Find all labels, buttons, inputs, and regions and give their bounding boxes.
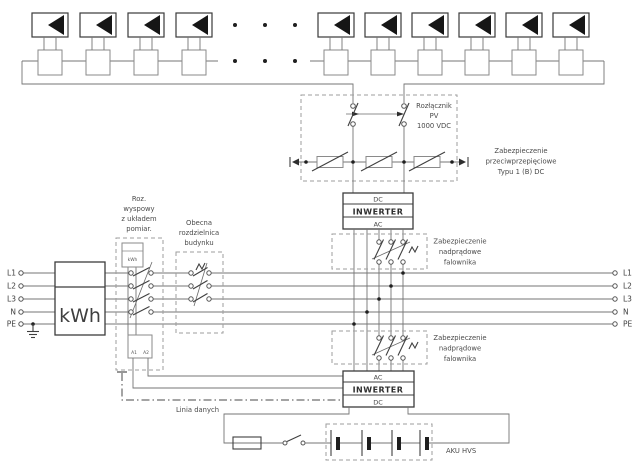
- pv-optimizer: [464, 49, 490, 76]
- island-switch-section: Roz. wyspowy z układem pomiar. kWh: [115, 195, 343, 389]
- spd-label: Zabezpieczenie: [494, 147, 547, 155]
- inverter-bottom-ac-port: AC: [374, 374, 383, 382]
- inverter-breaker-top-label: nadprądowe: [439, 248, 481, 256]
- inverter-breaker-top-icon: [331, 233, 428, 270]
- sub-meter-label: kWh: [128, 257, 138, 263]
- surge-protection-devices: [289, 151, 469, 172]
- spd-label: przeciwprzepięciowe: [486, 158, 557, 166]
- battery-switch-icon: [282, 434, 306, 446]
- spd-label: Typu 1 (B) DC: [497, 168, 545, 176]
- pv-module-icon: [505, 12, 543, 51]
- inverter-ac-drops: Zabezpieczenie nadprądowe falownika Zabe…: [331, 229, 487, 371]
- pv-module-icon: [175, 12, 213, 51]
- pv-optimizer: [85, 49, 111, 76]
- pv-optimizer: [323, 49, 349, 76]
- island-switch-label: z układem: [121, 215, 157, 223]
- coil-terminal-a1: A1: [131, 350, 137, 356]
- pv-optimizer: [417, 49, 443, 76]
- building-breaker-icon: [188, 262, 212, 307]
- island-switch-label: pomiar.: [126, 225, 151, 233]
- contactor-icon: [128, 261, 154, 319]
- bus-label-right: L1: [623, 269, 632, 278]
- inverter-top-name: INWERTER: [353, 208, 404, 217]
- inverter-top-dc-port: DC: [373, 196, 383, 204]
- bus-label-right: L2: [623, 282, 632, 291]
- fuse-icon: [232, 436, 262, 450]
- pv-optimizer: [558, 49, 584, 76]
- pv-optimizer: [370, 49, 396, 76]
- disconnector-label: PV: [430, 112, 439, 120]
- battery-pack: [325, 423, 433, 461]
- pv-module-icon: [79, 12, 117, 51]
- bus-label-left: L1: [7, 269, 16, 278]
- dc-protection-section: Rozłącznik PV 1000 VDC Zabezpieczenie pr…: [289, 94, 557, 193]
- bus-label-right: N: [623, 308, 629, 317]
- island-switch-dashed-box: [115, 237, 164, 371]
- bus-label-right: PE: [623, 320, 633, 329]
- inverter-bottom-dc-port: DC: [373, 399, 383, 407]
- inverter-bottom-name: INWERTER: [353, 386, 404, 395]
- spd-left-arrow-icon: [292, 158, 299, 166]
- inverter-breaker-bottom-icon: [331, 330, 428, 365]
- island-switch-label: Roz.: [132, 195, 146, 203]
- battery-cell-icon: [391, 430, 401, 456]
- pv-optimizer: [181, 49, 207, 76]
- island-switch-label: wyspowy: [123, 205, 154, 213]
- ac-bus: L1 L2 L3 N PE L1 L2 L3 N PE: [7, 269, 633, 339]
- bus-label-left: L3: [7, 295, 16, 304]
- dc-protection-dashed-box: [300, 94, 458, 182]
- coil-terminal-a2: A2: [143, 350, 149, 356]
- inverter-breaker-top-label: falownika: [444, 259, 476, 267]
- inverter-breaker-top-label: Zabezpieczenie: [433, 238, 486, 246]
- bus-label-right: L3: [623, 295, 632, 304]
- pv-optimizer: [511, 49, 537, 76]
- pv-optimizer: [133, 49, 159, 76]
- battery-cell-icon: [419, 430, 429, 456]
- building-board-label: budynku: [184, 239, 213, 247]
- bus-label-left: N: [10, 308, 16, 317]
- disconnector-label: Rozłącznik: [416, 102, 452, 110]
- data-line: Linia danych: [117, 371, 343, 414]
- battery-label: AKU HVS: [446, 447, 476, 455]
- inverter-top: DC INWERTER AC: [342, 192, 414, 230]
- sub-meter: kWh: [121, 242, 144, 335]
- pv-module-icon: [552, 12, 590, 51]
- pv-module-icon: [127, 12, 165, 51]
- bus-label-left: PE: [7, 320, 17, 329]
- pv-module-icon: [364, 12, 402, 51]
- inverter-breaker-bottom-label: Zabezpieczenie: [433, 334, 486, 342]
- spd-right-arrow-icon: [459, 158, 466, 166]
- inverter-top-ac-port: AC: [374, 221, 383, 229]
- inverter-bottom: AC INWERTER DC: [342, 370, 415, 408]
- disconnector-label: 1000 VDC: [417, 122, 451, 130]
- bus-label-left: L2: [7, 282, 16, 291]
- battery-cell-icon: [330, 430, 340, 456]
- inverter-breaker-bottom-label: nadprądowe: [439, 345, 481, 353]
- battery-circuit: AKU HVS: [223, 407, 510, 461]
- string-continuation-dots: [233, 23, 297, 63]
- pv-module-icon: [458, 12, 496, 51]
- inverter-breaker-bottom-label: falownika: [444, 355, 476, 363]
- pv-disconnector-icon: [346, 102, 410, 127]
- battery-cell-icon: [361, 430, 371, 456]
- kwh-meter: kWh: [54, 261, 106, 336]
- grid-terminals-left: L1 L2 L3 N PE: [7, 269, 24, 329]
- battery-dashed-box: [325, 423, 433, 461]
- building-switchboard-section: Obecna rozdzielnica budynku: [175, 219, 224, 334]
- building-board-dashed-box: [175, 251, 224, 334]
- earth-ground-icon: [27, 322, 39, 339]
- pv-optimizer: [37, 49, 63, 76]
- data-line-label: Linia danych: [176, 406, 219, 414]
- building-board-label: rozdzielnica: [179, 229, 219, 237]
- pv-module-icon: [411, 12, 449, 51]
- pv-module-icon: [31, 12, 69, 51]
- building-board-label: Obecna: [186, 219, 212, 227]
- pv-string: [21, 12, 605, 103]
- pv-module-icon: [317, 12, 355, 51]
- grid-terminals-right: L1 L2 L3 N PE: [612, 269, 633, 329]
- contactor-coil: A1 A2: [127, 334, 153, 359]
- meter-display: kWh: [59, 305, 101, 327]
